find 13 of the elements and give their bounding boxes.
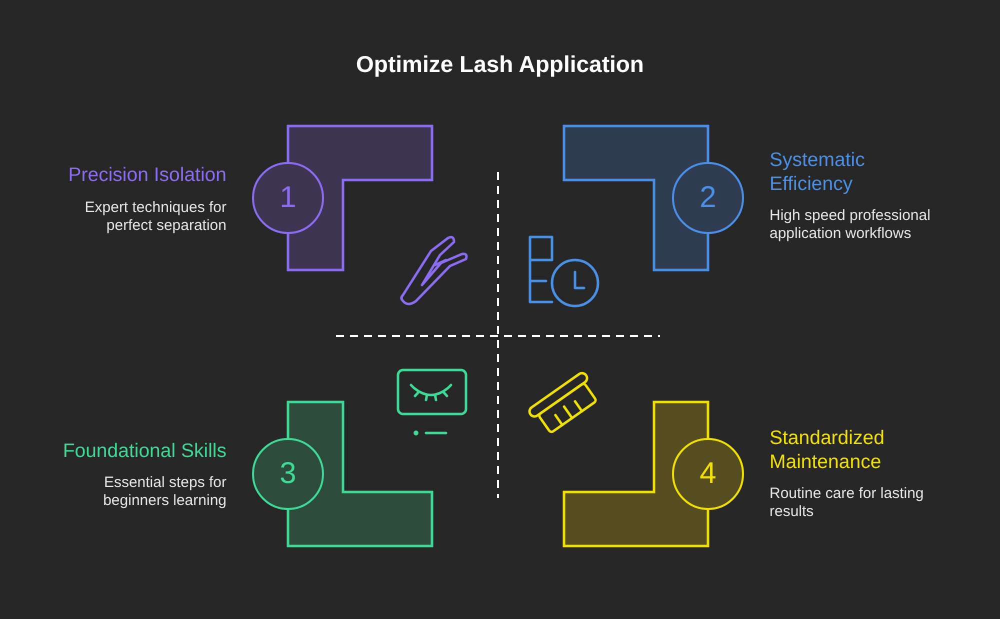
step-number: 2 [700,182,716,214]
step-number: 1 [280,182,296,214]
step-description: High speed professional application workflows [770,206,932,242]
step-description: Essential steps for beginners learning [102,474,226,510]
step-number: 3 [280,458,296,490]
step-heading: Foundational Skills [62,438,226,462]
step-heading: Standardized Maintenance [770,426,886,474]
step-number: 4 [700,458,716,490]
step-heading: Precision Isolation [68,162,226,186]
step-description: Expert techniques for perfect separation [84,198,226,234]
diagram-title: Optimize Lash Application [356,51,644,77]
step-description: Routine care for lasting results [770,484,925,520]
step-heading: Systematic Efficiency [770,148,866,196]
